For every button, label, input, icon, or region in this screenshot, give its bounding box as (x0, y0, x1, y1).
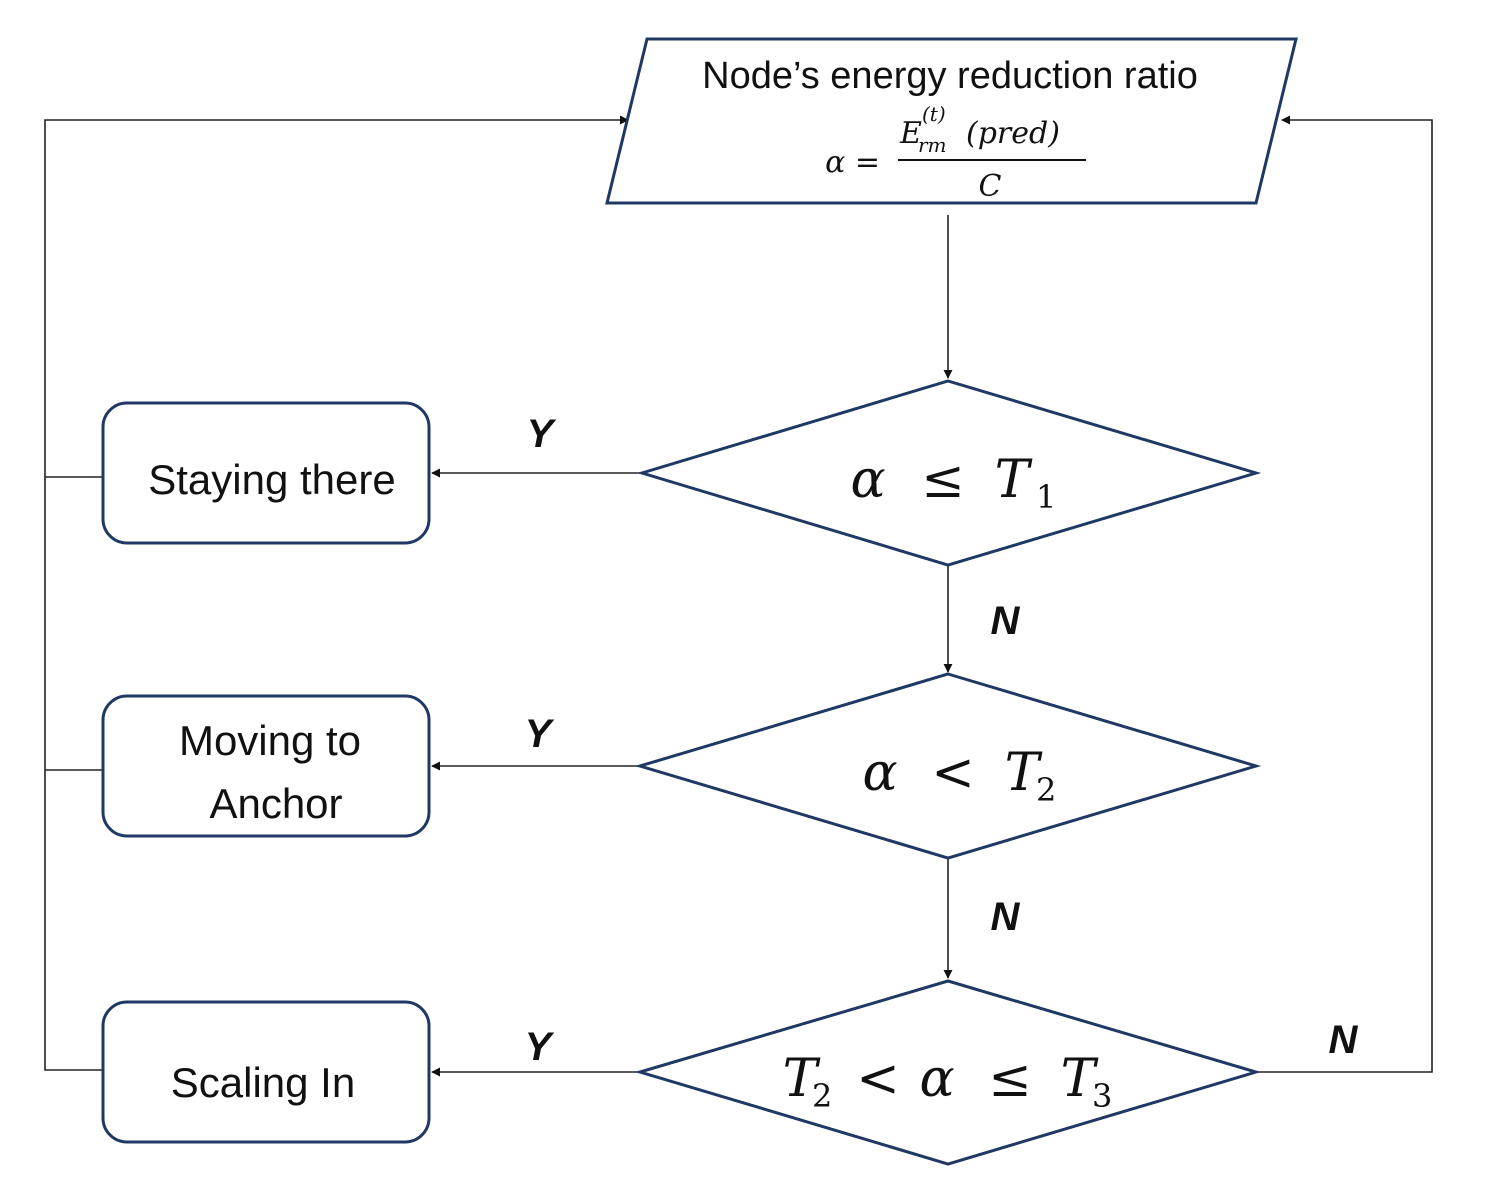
action-moving-box (101, 694, 431, 838)
svg-text:α: α (850, 450, 885, 510)
action-staying-box (101, 401, 431, 545)
svg-text:T: T (783, 1049, 821, 1109)
loop-no-3-to-input (1256, 115, 1433, 1073)
svg-text:<: < (856, 1049, 900, 1109)
svg-text:1: 1 (1036, 478, 1056, 516)
decision-3 (634, 979, 1262, 1166)
numerator-base: E (899, 116, 922, 151)
numerator-sub: rm (918, 133, 947, 157)
svg-text:T: T (1005, 743, 1043, 803)
input-parallelogram (605, 37, 1298, 205)
label-no-3: N (1329, 1018, 1359, 1062)
svg-text:α: α (862, 743, 897, 803)
label-yes-1: Y (527, 412, 557, 456)
formula-lhs: α = (825, 145, 880, 180)
action-moving-label-line1: Moving to (179, 717, 361, 764)
numerator-sup: (t) (922, 102, 946, 126)
action-staying-label: Staying there (148, 456, 396, 503)
decision-2 (634, 672, 1262, 860)
action-scaling-label: Scaling In (171, 1059, 355, 1106)
numerator-arg: (pred) (966, 116, 1060, 151)
decision-2-label: α < T 2 (862, 743, 1056, 809)
svg-text:2: 2 (1036, 771, 1056, 809)
decision-3-label: T 2 < α ≤ T 3 (783, 1049, 1113, 1115)
label-yes-2: Y (525, 712, 555, 756)
label-no-2: N (991, 895, 1021, 939)
svg-text:α: α (919, 1049, 954, 1109)
svg-text:T: T (1061, 1049, 1099, 1109)
svg-text:≤: ≤ (988, 1049, 1032, 1109)
action-scaling-box (101, 1000, 431, 1144)
loop-left-to-input (44, 115, 629, 1071)
svg-text:T: T (995, 450, 1033, 510)
input-title: Node’s energy reduction ratio (702, 55, 1198, 97)
svg-text:3: 3 (1092, 1077, 1112, 1115)
label-no-1: N (991, 599, 1021, 643)
svg-text:<: < (931, 743, 975, 803)
action-moving-label-line2: Anchor (209, 780, 342, 827)
label-yes-3: Y (525, 1025, 555, 1069)
svg-text:2: 2 (812, 1077, 832, 1115)
denominator: C (979, 169, 1002, 204)
decision-1-label: α ≤ T 1 (850, 450, 1056, 516)
decision-1 (636, 379, 1262, 567)
svg-text:≤: ≤ (921, 450, 965, 510)
formula-fraction: E (t) rm (pred) C (898, 102, 1086, 204)
